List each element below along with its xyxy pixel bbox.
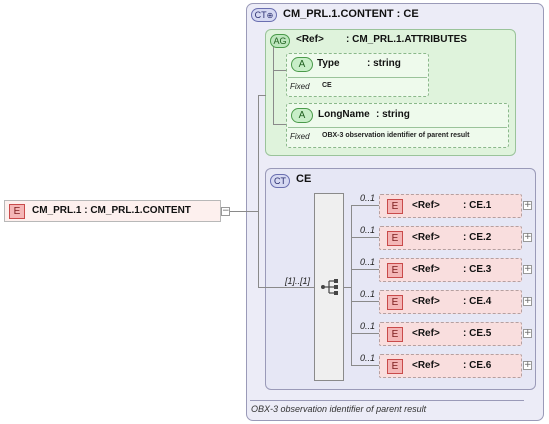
- child-element-badge: E: [387, 199, 403, 214]
- expand-icon[interactable]: +: [523, 360, 532, 370]
- attribute-longname-type: : string: [376, 109, 410, 120]
- attribute-longname-name: LongName: [318, 109, 370, 120]
- attribute-type-fixed-label: Fixed: [290, 82, 310, 91]
- attribute-group-badge: AG: [270, 34, 290, 48]
- complex-type-documentation: OBX-3 observation identifier of parent r…: [251, 404, 427, 414]
- collapse-icon[interactable]: −: [221, 206, 230, 216]
- child-connector: [351, 365, 379, 366]
- child-type-label: : CE.5: [463, 328, 492, 339]
- footer-divider: [250, 400, 524, 401]
- attribute-longname-box[interactable]: [286, 103, 509, 148]
- attribute-group-ref: <Ref>: [296, 34, 324, 45]
- sequence-icon: [321, 279, 338, 295]
- root-connector: [258, 95, 259, 287]
- attribute-connector: [273, 70, 286, 71]
- child-ref-label: <Ref>: [412, 232, 440, 243]
- child-ref-label: <Ref>: [412, 200, 440, 211]
- sequence-cardinality: [1]..[1]: [285, 276, 311, 286]
- root-connector: [258, 287, 314, 288]
- child-element-badge: E: [387, 231, 403, 246]
- children-connector: [351, 205, 352, 365]
- child-cardinality: 0..1: [360, 257, 376, 267]
- attribute-type-fixed-value: CE: [322, 82, 332, 89]
- child-type-label: : CE.2: [463, 232, 492, 243]
- attribute-longname-fixed-value: OBX-3 observation identifier of parent r…: [322, 132, 470, 139]
- child-connector: [351, 237, 379, 238]
- child-type-label: : CE.1: [463, 200, 492, 211]
- attribute-longname-badge: A: [291, 108, 313, 123]
- attribute-longname-divider: [288, 127, 507, 128]
- child-cardinality: 0..1: [360, 193, 376, 203]
- expand-icon[interactable]: +: [523, 200, 532, 210]
- child-connector: [351, 205, 379, 206]
- child-ref-label: <Ref>: [412, 328, 440, 339]
- root-element-box[interactable]: [4, 200, 221, 222]
- attribute-type-type: : string: [367, 58, 401, 69]
- child-connector: [351, 333, 379, 334]
- ce-type-badge: CT: [270, 174, 290, 188]
- complex-type-badge: CT⊕: [251, 8, 277, 22]
- expand-icon[interactable]: +: [523, 296, 532, 306]
- root-connector: [230, 211, 258, 212]
- root-element-label: CM_PRL.1 : CM_PRL.1.CONTENT: [32, 205, 191, 216]
- expand-icon[interactable]: +: [523, 328, 532, 338]
- complex-type-title: CM_PRL.1.CONTENT : CE: [283, 8, 419, 20]
- attribute-connector: [273, 47, 274, 125]
- attribute-group-type: : CM_PRL.1.ATTRIBUTES: [346, 34, 467, 45]
- child-element-badge: E: [387, 327, 403, 342]
- root-connector: [258, 95, 266, 96]
- attribute-type-name: Type: [317, 58, 340, 69]
- child-element-badge: E: [387, 359, 403, 374]
- child-ref-label: <Ref>: [412, 264, 440, 275]
- children-connector: [344, 287, 351, 288]
- child-cardinality: 0..1: [360, 289, 376, 299]
- child-type-label: : CE.3: [463, 264, 492, 275]
- child-type-label: : CE.4: [463, 296, 492, 307]
- attribute-longname-fixed-label: Fixed: [290, 132, 310, 141]
- child-element-badge: E: [387, 295, 403, 310]
- child-element-badge: E: [387, 263, 403, 278]
- child-cardinality: 0..1: [360, 353, 376, 363]
- child-ref-label: <Ref>: [412, 360, 440, 371]
- child-cardinality: 0..1: [360, 321, 376, 331]
- child-cardinality: 0..1: [360, 225, 376, 235]
- child-type-label: : CE.6: [463, 360, 492, 371]
- ce-type-title: CE: [296, 173, 312, 185]
- attribute-connector: [273, 124, 286, 125]
- attribute-type-badge: A: [291, 57, 313, 72]
- expand-icon[interactable]: +: [523, 264, 532, 274]
- child-ref-label: <Ref>: [412, 296, 440, 307]
- child-connector: [351, 301, 379, 302]
- child-connector: [351, 269, 379, 270]
- expand-icon[interactable]: +: [523, 232, 532, 242]
- root-element-badge: E: [9, 204, 25, 219]
- attribute-type-divider: [288, 77, 427, 78]
